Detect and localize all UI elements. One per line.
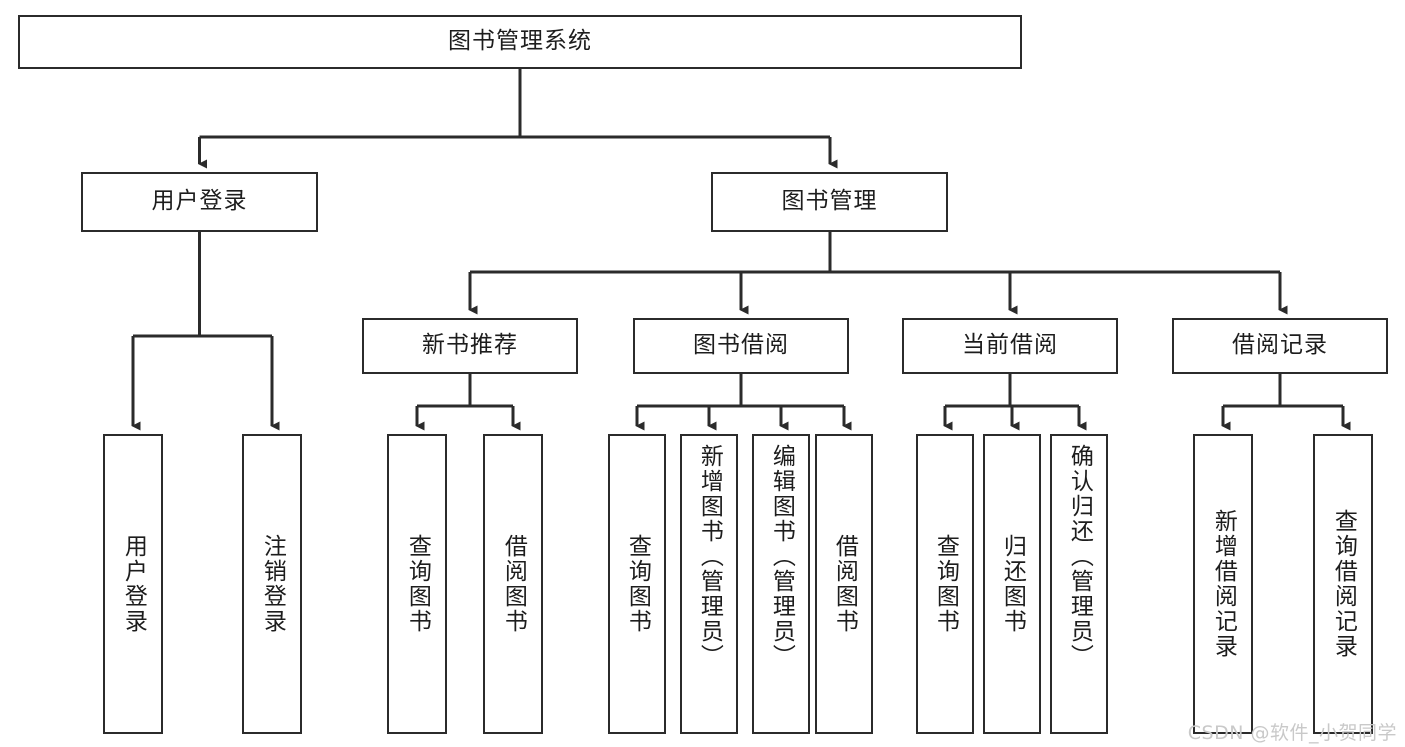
node-book-borrow[interactable]: 图书借阅 [633, 318, 849, 374]
node-label: 注销登录 [259, 534, 286, 634]
node-new-book-recommend[interactable]: 新书推荐 [362, 318, 578, 374]
node-label: 查询图书 [932, 534, 959, 634]
node-user-login[interactable]: 用户登录 [81, 172, 318, 232]
node-label: 归还图书 [999, 534, 1026, 634]
node-label: 确认归还（管理员） [1066, 444, 1093, 669]
node-book-management-system[interactable]: 图书管理系统 [18, 15, 1022, 69]
node-label: 图书借阅 [693, 332, 789, 359]
node-label: 新增图书（管理员） [696, 444, 723, 669]
node-current-borrow[interactable]: 当前借阅 [902, 318, 1118, 374]
node-leaf-user-login[interactable]: 用户登录 [103, 434, 163, 734]
node-leaf-query-borrow-record[interactable]: 查询借阅记录 [1313, 434, 1373, 734]
node-label: 新书推荐 [422, 332, 518, 359]
node-leaf-add-borrow-record[interactable]: 新增借阅记录 [1193, 434, 1253, 734]
node-label: 当前借阅 [962, 332, 1058, 359]
node-leaf-query-book-1[interactable]: 查询图书 [387, 434, 447, 734]
node-label: 查询借阅记录 [1330, 509, 1357, 659]
node-leaf-logout-login[interactable]: 注销登录 [242, 434, 302, 734]
node-label: 借阅图书 [500, 534, 527, 634]
node-borrow-record[interactable]: 借阅记录 [1172, 318, 1388, 374]
node-book-management[interactable]: 图书管理 [711, 172, 948, 232]
node-label: 用户登录 [120, 534, 147, 634]
node-label: 图书管理 [781, 188, 878, 215]
node-label: 新增借阅记录 [1210, 509, 1237, 659]
node-label: 查询图书 [404, 534, 431, 634]
node-leaf-query-book-3[interactable]: 查询图书 [916, 434, 974, 734]
node-leaf-borrow-book-1[interactable]: 借阅图书 [483, 434, 543, 734]
node-leaf-query-book-2[interactable]: 查询图书 [608, 434, 666, 734]
node-leaf-confirm-return-admin[interactable]: 确认归还（管理员） [1050, 434, 1108, 734]
node-label: 用户登录 [151, 188, 248, 215]
node-leaf-edit-book-admin[interactable]: 编辑图书（管理员） [752, 434, 810, 734]
node-label: 借阅图书 [831, 534, 858, 634]
node-leaf-borrow-book-2[interactable]: 借阅图书 [815, 434, 873, 734]
node-label: 查询图书 [624, 534, 651, 634]
node-leaf-add-book-admin[interactable]: 新增图书（管理员） [680, 434, 738, 734]
node-leaf-return-book[interactable]: 归还图书 [983, 434, 1041, 734]
node-label: 编辑图书（管理员） [768, 444, 795, 669]
node-label: 图书管理系统 [448, 28, 592, 55]
node-label: 借阅记录 [1232, 332, 1328, 359]
